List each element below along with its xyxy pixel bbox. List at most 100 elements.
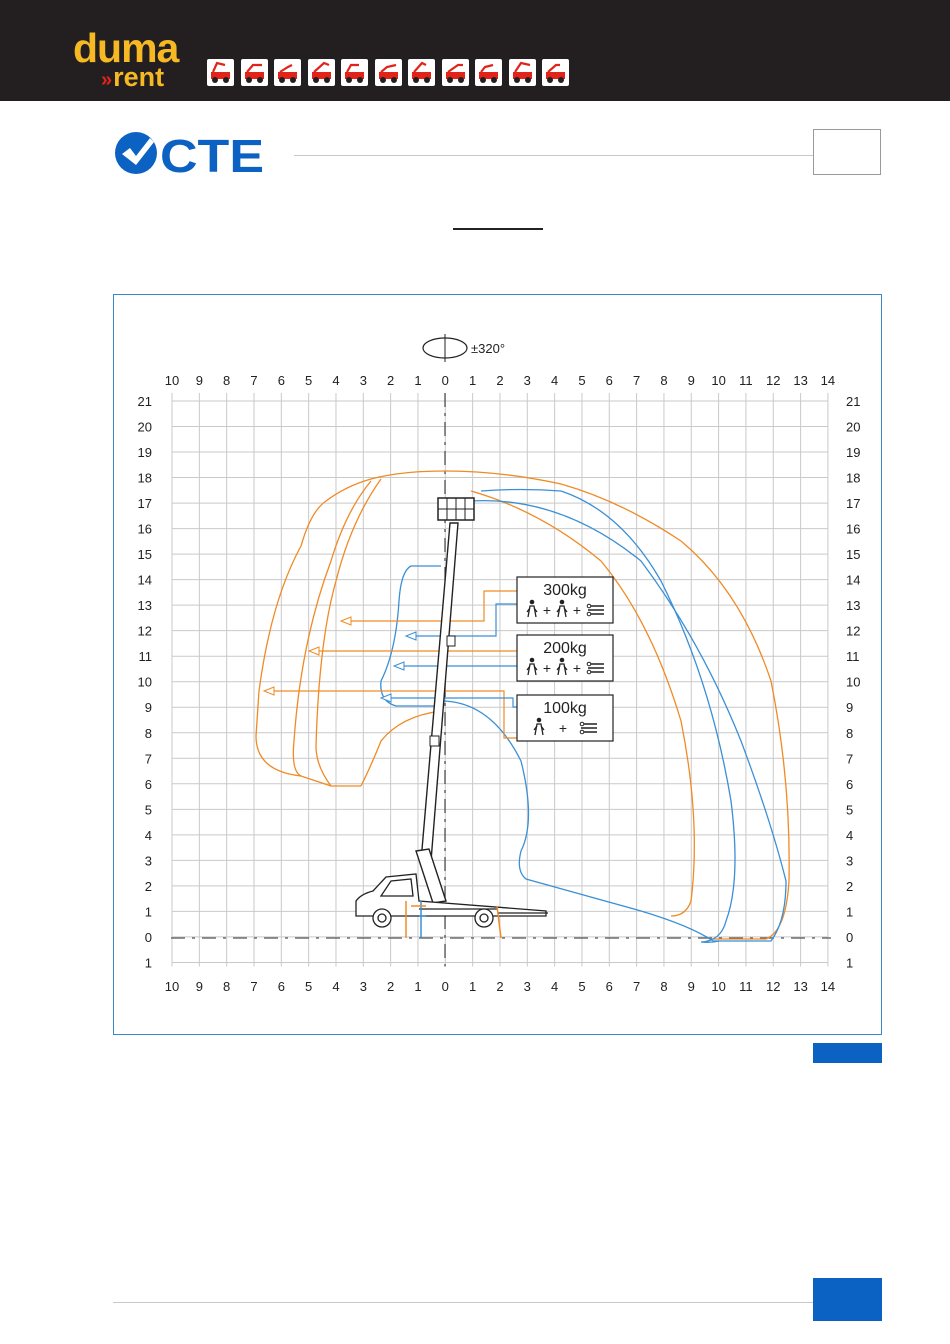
y-tick-label-left: 2 — [145, 879, 152, 894]
y-tick-label-left: 15 — [138, 547, 152, 562]
brand-rent-line: »rent — [101, 64, 164, 91]
y-tick-label-left: 3 — [145, 853, 152, 868]
x-tick-label-top: 7 — [633, 373, 640, 388]
y-tick-label-left: 21 — [138, 394, 152, 409]
y-tick-label-left: 7 — [145, 751, 152, 766]
y-tick-label-right: 16 — [846, 522, 860, 537]
y-tick-label-left: 1 — [145, 904, 152, 919]
leader-300-blue — [411, 604, 517, 636]
x-tick-label-top: 6 — [278, 373, 285, 388]
y-tick-label-left: 9 — [145, 700, 152, 715]
x-tick-label-top: 12 — [766, 373, 780, 388]
x-tick-label-top: 11 — [739, 373, 753, 388]
envelope-orange-inner — [316, 479, 381, 786]
forklift-icon — [207, 59, 234, 86]
arrow-200-orange — [309, 647, 319, 655]
top-banner: duma »rent — [0, 0, 950, 101]
y-tick-label-left: 6 — [145, 777, 152, 792]
y-tick-label-left: 8 — [145, 726, 152, 741]
load-box-200kg: 200kg++ — [517, 635, 613, 681]
x-tick-label-bottom: 5 — [305, 979, 312, 994]
x-tick-label-top: 5 — [578, 373, 585, 388]
y-tick-label-left: 17 — [138, 496, 152, 511]
load-capacity-boxes: 300kg++200kg++100kg+ — [517, 577, 613, 741]
footer-divider — [113, 1302, 813, 1303]
x-tick-label-bottom: 3 — [360, 979, 367, 994]
y-tick-label-right: 9 — [846, 700, 853, 715]
leader-lines — [269, 591, 517, 738]
truck — [356, 874, 548, 927]
x-tick-label-bottom: 9 — [196, 979, 203, 994]
x-tick-label-bottom: 12 — [766, 979, 780, 994]
y-tick-label-right: 10 — [846, 675, 860, 690]
x-tick-label-bottom: 4 — [332, 979, 339, 994]
axis-ticks: 1010998877665544332211001122334455667788… — [138, 373, 861, 994]
y-tick-label-right: 12 — [846, 624, 860, 639]
svg-text:+: + — [543, 660, 551, 676]
envelope-orange-mid — [293, 481, 371, 776]
brand-rent: rent — [113, 62, 164, 92]
arrow-300-orange — [341, 617, 351, 625]
boom-arm — [421, 523, 458, 861]
x-tick-label-bottom: 7 — [250, 979, 257, 994]
x-tick-label-bottom: 2 — [387, 979, 394, 994]
y-tick-label-right: 1 — [846, 904, 853, 919]
rotation-label: ±320° — [471, 341, 505, 356]
load-box-label: 100kg — [543, 700, 587, 717]
y-tick-label-right: 7 — [846, 751, 853, 766]
y-tick-label-right: 1 — [846, 955, 853, 970]
x-tick-label-bottom: 11 — [739, 979, 753, 994]
header-divider — [294, 155, 813, 156]
x-tick-label-top: 9 — [688, 373, 695, 388]
leader-300-orange — [346, 591, 517, 621]
cte-logo: CTE — [114, 128, 266, 178]
y-tick-label-left: 18 — [138, 471, 152, 486]
x-tick-label-bottom: 1 — [469, 979, 476, 994]
load-box-300kg: 300kg++ — [517, 577, 613, 623]
y-tick-label-left: 19 — [138, 445, 152, 460]
y-tick-label-left: 1 — [145, 955, 152, 970]
x-tick-label-top: 10 — [711, 373, 725, 388]
y-tick-label-left: 14 — [138, 573, 152, 588]
x-tick-label-bottom: 8 — [660, 979, 667, 994]
x-tick-label-top: 14 — [821, 373, 835, 388]
y-tick-label-left: 13 — [138, 598, 152, 613]
x-tick-label-bottom: 10 — [165, 979, 179, 994]
trailer-lift-icon — [542, 59, 569, 86]
x-tick-label-bottom: 13 — [793, 979, 807, 994]
y-tick-label-right: 4 — [846, 828, 853, 843]
title-underline — [453, 228, 543, 230]
svg-text:+: + — [573, 660, 581, 676]
y-tick-label-left: 11 — [139, 649, 153, 664]
x-tick-label-bottom: 9 — [688, 979, 695, 994]
arrow-100-orange — [264, 687, 274, 695]
x-tick-label-bottom: 6 — [606, 979, 613, 994]
y-tick-label-right: 11 — [846, 649, 860, 664]
x-tick-label-top: 8 — [223, 373, 230, 388]
telehandler-icon — [408, 59, 435, 86]
mini-excavator-icon — [308, 59, 335, 86]
y-tick-label-left: 0 — [145, 930, 152, 945]
y-tick-label-right: 15 — [846, 547, 860, 562]
warehouse-forklift-icon — [241, 59, 268, 86]
section-tag — [813, 1043, 882, 1063]
x-tick-label-bottom: 0 — [442, 979, 449, 994]
x-tick-label-bottom: 14 — [821, 979, 835, 994]
y-tick-label-left: 4 — [145, 828, 152, 843]
y-tick-label-right: 20 — [846, 420, 860, 435]
x-tick-label-bottom: 7 — [633, 979, 640, 994]
y-tick-label-left: 5 — [145, 802, 152, 817]
x-tick-label-top: 10 — [165, 373, 179, 388]
x-tick-label-bottom: 6 — [278, 979, 285, 994]
header-placeholder-box — [813, 129, 881, 175]
x-tick-label-top: 3 — [360, 373, 367, 388]
y-tick-label-right: 5 — [846, 802, 853, 817]
x-tick-label-bottom: 8 — [223, 979, 230, 994]
load-box-100kg: 100kg+ — [517, 695, 613, 741]
cte-logo-text: CTE — [160, 130, 264, 178]
boom-base — [416, 849, 446, 903]
working-range-diagram: 1010998877665544332211001122334455667788… — [113, 294, 882, 1035]
x-tick-label-top: 3 — [524, 373, 531, 388]
scissor-lift-icon — [274, 59, 301, 86]
backhoe-loader-icon — [375, 59, 402, 86]
